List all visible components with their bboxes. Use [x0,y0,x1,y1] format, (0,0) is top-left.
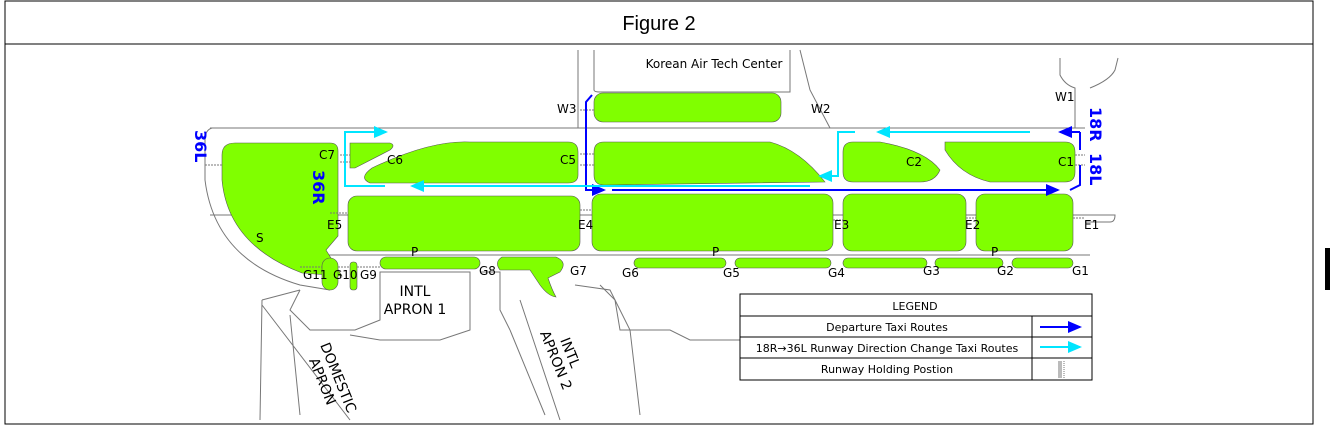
korean-air-tech-center-label: Korean Air Tech Center [646,57,783,71]
legend-holding-swatch [1058,361,1065,378]
taxiway-C5-label: C5 [560,153,576,167]
legend-item-direction-change: 18R→36L Runway Direction Change Taxi Rou… [756,342,1019,355]
taxiway-C6-label: C6 [387,153,403,167]
taxiway-C7-label: C7 [319,148,335,162]
intl-apron-1-label-line1: INTL [400,284,431,300]
taxiway-E2-label: E2 [965,218,980,232]
taxiway-E1-label: E1 [1084,218,1099,232]
taxiway-G6-label: G6 [622,266,639,280]
taxiway-C1-label: C1 [1058,155,1074,169]
taxiway-G1-label: G1 [1072,264,1089,278]
grass-areas [221,92,1076,298]
legend: LEGEND Departure Taxi Routes 18R→36L Run… [739,293,1093,381]
taxiway-G10-label: G10 [333,268,358,282]
runway-36R-label: 36R [309,170,328,205]
direction-change-routes [344,126,1030,192]
taxiway-W1-label: W1 [1055,90,1075,104]
legend-title: LEGEND [892,300,937,313]
taxiway-W2-label: W2 [811,102,831,116]
margin-mark [1325,248,1330,290]
taxiway-G4-label: G4 [828,266,845,280]
taxiway-G9-label: G9 [360,268,377,282]
taxiway-P-label-3: P [991,245,998,259]
taxiway-C2-label: C2 [906,155,922,169]
taxiway-G5-label: G5 [723,266,740,280]
runway-18R-label: 18R [1086,107,1105,142]
intl-apron-2-label: INTL APRON 2 [536,329,583,393]
taxiway-S-label: S [256,231,264,245]
taxiway-G3-label: G3 [923,264,940,278]
legend-item-holding: Runway Holding Postion [821,363,953,376]
taxiway-E3-label: E3 [834,218,849,232]
figure-title: Figure 2 [622,13,695,35]
intl-apron-1-label-line2: APRON 1 [384,302,447,318]
taxiway-P-label-1: P [411,245,418,259]
taxiway-G7-label: G7 [570,264,587,278]
taxiway-W3-label: W3 [557,102,577,116]
figure-frame [4,0,1314,425]
taxiway-P-label-2: P [712,245,719,259]
pavement-outlines [204,49,1119,421]
taxiway-G2-label: G2 [997,264,1014,278]
taxiway-G11-label: G11 [303,268,328,282]
runway-18L-label: 18L [1086,153,1105,185]
departure-taxi-routes [585,94,1081,196]
taxiway-G8-label: G8 [479,264,496,278]
taxiway-E5-label: E5 [327,218,342,232]
legend-item-departure: Departure Taxi Routes [826,321,948,334]
taxiway-E4-label: E4 [578,218,593,232]
runway-36L-label: 36L [191,130,210,162]
domestic-apron-label: DOMESTIC APRON [305,341,359,416]
